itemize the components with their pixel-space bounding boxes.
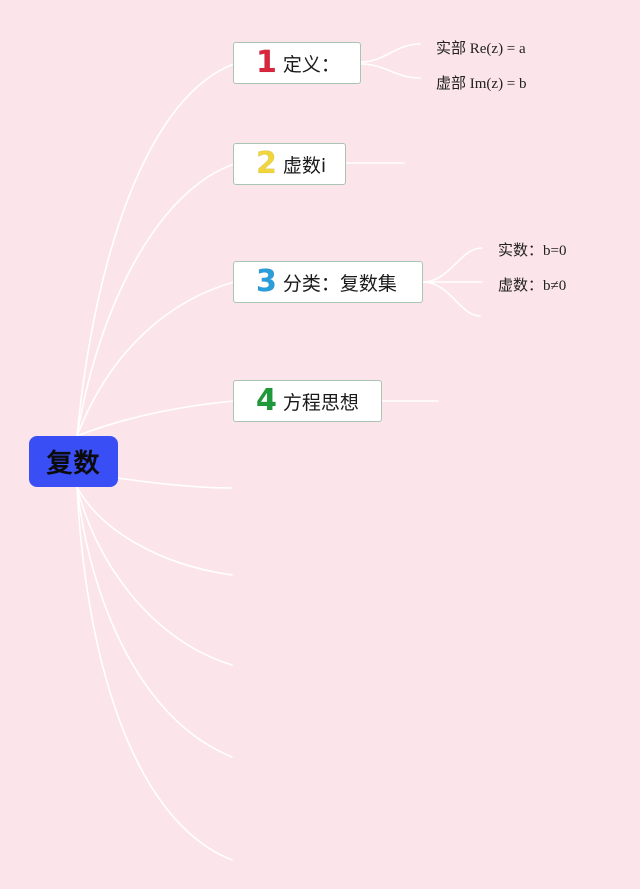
topic-number-3: 3 [256, 264, 277, 299]
topic-node-definition[interactable]: 1 定义： [233, 42, 361, 84]
topic-label-definition: 定义： [282, 53, 340, 76]
subtopic-imaginary-number[interactable]: 虚数：b≠0 [498, 278, 567, 294]
root-label: 复数 [46, 449, 101, 479]
connector-root-empty-1 [117, 477, 233, 489]
topic-number-4: 4 [256, 383, 277, 418]
connector-root-empty-5 [76, 486, 233, 861]
topic-label-imaginary: 虚数i [282, 154, 327, 177]
topic-number-1: 1 [256, 45, 277, 80]
connector-root-topic-1 [76, 63, 235, 437]
connector-root-empty-3 [76, 486, 233, 666]
subtopic-real-part[interactable]: 实部 Re(z) = a [436, 41, 526, 57]
topic-number-2: 2 [256, 146, 277, 181]
connector-topic-3-child-1 [422, 247, 483, 283]
topic-label-classification: 分类：复数集 [282, 272, 397, 295]
connector-topic-1-child-1 [360, 43, 421, 63]
root-node[interactable]: 复数 [29, 436, 118, 487]
topic-node-classification[interactable]: 3 分类：复数集 [233, 261, 423, 303]
topic-label-equation: 方程思想 [282, 391, 359, 414]
topic-node-imaginary[interactable]: 2 虚数i [233, 143, 346, 185]
connector-root-empty-2 [76, 486, 233, 576]
subtopic-imaginary-part[interactable]: 虚部 Im(z) = b [436, 76, 527, 92]
connector-root-empty-4 [76, 486, 233, 758]
connector-root-topic-2 [76, 163, 235, 437]
connector-topic-1-child-2 [360, 63, 421, 79]
connector-topic-3-child-3 [422, 281, 481, 317]
connector-root-topic-4 [76, 400, 235, 437]
subtopic-real-number[interactable]: 实数：b=0 [498, 243, 567, 259]
topic-node-equation[interactable]: 4 方程思想 [233, 380, 382, 422]
connector-root-topic-3 [76, 281, 235, 437]
